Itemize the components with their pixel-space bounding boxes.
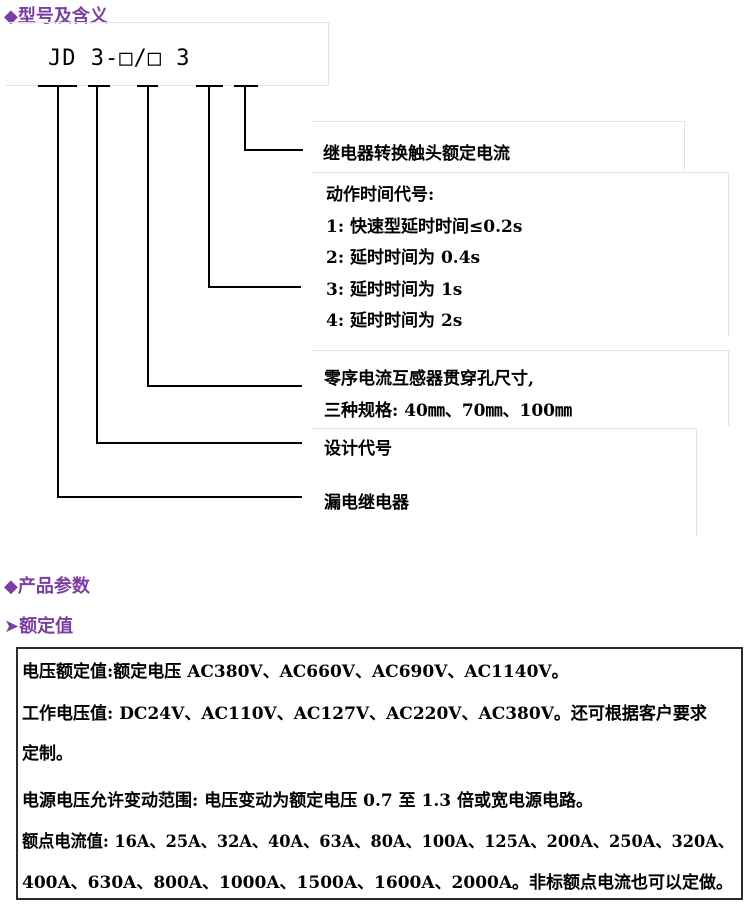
design-code-text: 设计代号 [324,439,392,459]
ct-size-line2: 三种规格: 40㎜、70㎜、100㎜ [324,401,572,421]
model-code: JD 3-□/□ 3 [48,46,191,71]
relay-text: 漏电继电器 [324,493,409,513]
desc-box-ct-size [312,350,729,426]
param-line: 电源电压允许变动范围: 电压变动为额定电压 0.7 至 1.3 倍或宽电源电路。 [22,791,594,811]
param-line: 定制。 [22,744,73,764]
subsection-title-rated-values: ➤额定值 [4,616,74,637]
action-time-item: 2: 延时时间为 0.4s [326,248,481,268]
desc-box-rated-current [312,121,685,170]
connector-lines [38,85,303,498]
ct-size-line1: 零序电流互感器贯穿孔尺寸, [324,369,534,389]
param-line: 工作电压值: DC24V、AC110V、AC127V、AC220V、AC380V… [22,704,707,724]
action-time-item: 3: 延时时间为 1s [326,280,463,300]
desc-box-action-time [312,172,729,336]
leader-relay [57,86,302,498]
param-line: 额点电流值: 16A、25A、32A、40A、63A、80A、100A、125A… [22,832,734,852]
param-line: 400A、630A、800A、1000A、1500A、1600A、2000A。非… [22,873,734,893]
leader-rated-current [244,86,303,151]
section-title-model-meaning: ◆型号及含义 [4,6,108,27]
param-line: 电压额定值:额定电压 AC380V、AC660V、AC690V、AC1140V。 [22,662,569,682]
leader-action-time [208,86,301,288]
leader-ct-size [147,86,302,387]
action-time-item: 1: 快速型延时时间≤0.2s [326,217,523,237]
rated-values-box [16,647,743,900]
desc-box-design-relay [312,428,697,537]
model-code-box [6,22,329,86]
leader-design-code [96,86,302,444]
action-time-item: 4: 延时时间为 2s [326,311,463,331]
action-time-title: 动作时间代号: [326,185,435,205]
rated-current-text: 继电器转换触头额定电流 [323,144,510,164]
section-title-product-params: ◆产品参数 [4,576,90,597]
